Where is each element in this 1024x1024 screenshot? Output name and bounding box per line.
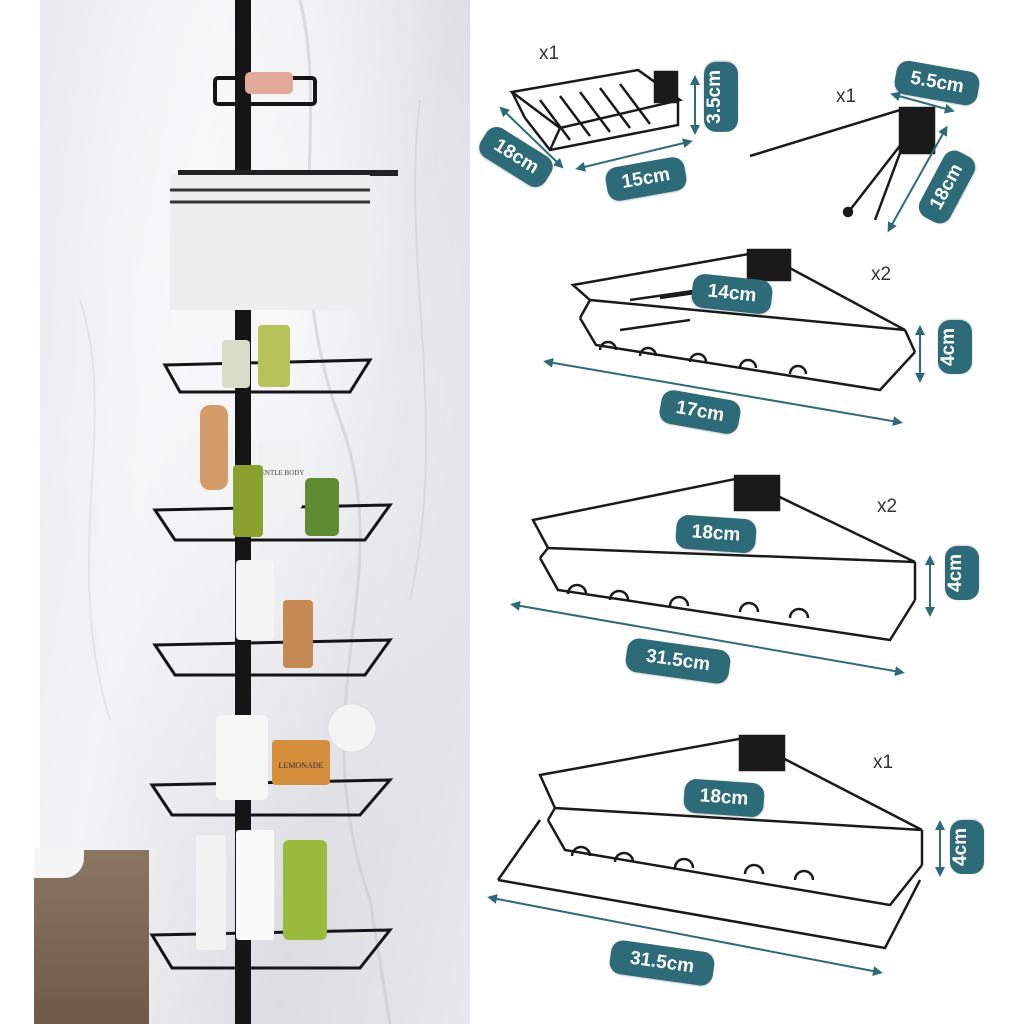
towel (170, 175, 370, 310)
dimension-label: 4cm (950, 820, 984, 875)
bottom-shelf-quantity: x1 (873, 752, 894, 773)
dimension-label: 18cm (682, 778, 766, 818)
sink-basin (34, 848, 84, 878)
wooden-cabinet (34, 850, 149, 1024)
soap-dish-drawing (508, 68, 683, 152)
bottle-label: GENTLE BODY (256, 469, 305, 477)
product-photo: GENTLE BODY LEMONADE (0, 0, 470, 1024)
soap-dish-quantity: x1 (539, 43, 560, 64)
white-wall-edge (0, 0, 40, 1024)
large-shelf-quantity: x2 (877, 496, 898, 517)
dimension-label: 18cm (674, 514, 758, 554)
jar-label: LEMONADE (279, 761, 324, 770)
bottom-shelf-drawing (496, 734, 924, 950)
dimension-label: 4cm (945, 546, 979, 601)
small-shelf-quantity: x2 (871, 264, 892, 285)
large-shelf-drawing (531, 474, 917, 642)
towel-bar-quantity: x1 (836, 86, 857, 107)
dimension-label: 4cm (938, 320, 972, 375)
towel-bar-drawing (749, 106, 936, 221)
caddy-illustration: GENTLE BODY LEMONADE (79, 0, 428, 1024)
dimension-label: 3.5cm (704, 62, 738, 132)
small-shelf-drawing (570, 248, 917, 392)
